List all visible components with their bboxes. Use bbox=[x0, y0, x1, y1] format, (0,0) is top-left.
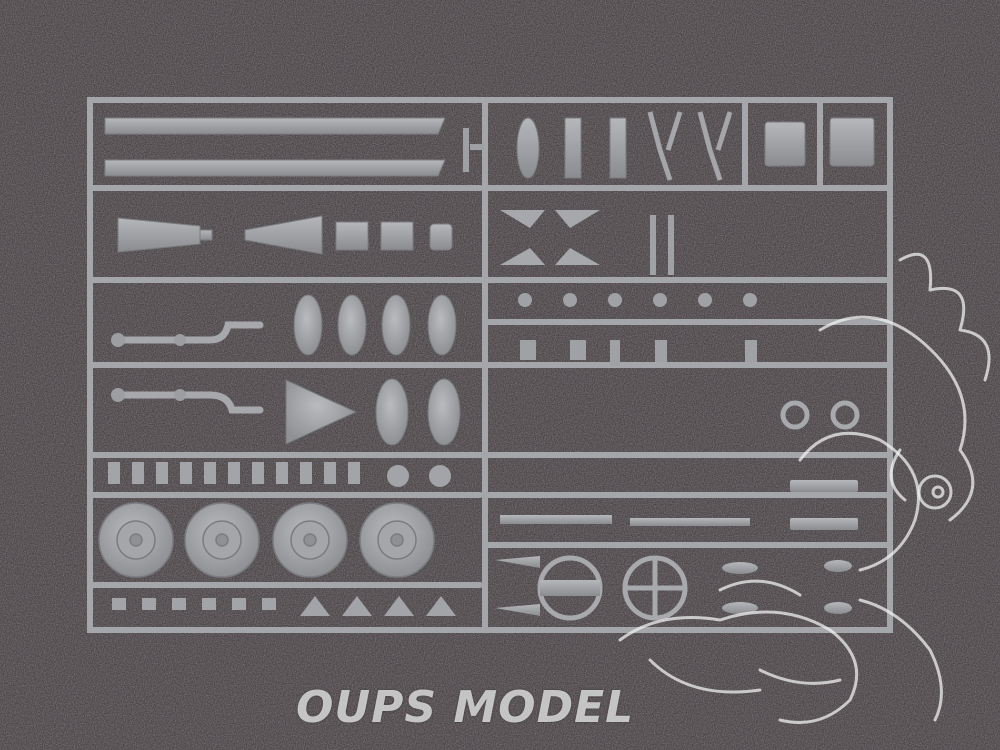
lower-right-parts bbox=[495, 480, 858, 616]
tapered-strut-parts bbox=[117, 215, 453, 255]
landing-gear-strut-parts bbox=[647, 111, 733, 181]
fairing-parts bbox=[285, 294, 461, 446]
right-upper-parts bbox=[516, 117, 875, 179]
bottom-small-parts bbox=[112, 596, 456, 616]
sprue-frame bbox=[87, 97, 893, 633]
watermark-text: OUPS MODEL bbox=[296, 682, 635, 733]
pipe-fittings bbox=[111, 333, 186, 402]
triangle-parts bbox=[500, 210, 600, 265]
wheel-parts bbox=[98, 502, 435, 578]
small-piece-row bbox=[108, 462, 451, 487]
mid-right-parts bbox=[518, 215, 757, 366]
long-strip-parts bbox=[104, 117, 446, 177]
small-bracket-parts bbox=[463, 128, 484, 172]
pipe-parts bbox=[111, 321, 264, 414]
mascot-icon bbox=[618, 252, 991, 724]
